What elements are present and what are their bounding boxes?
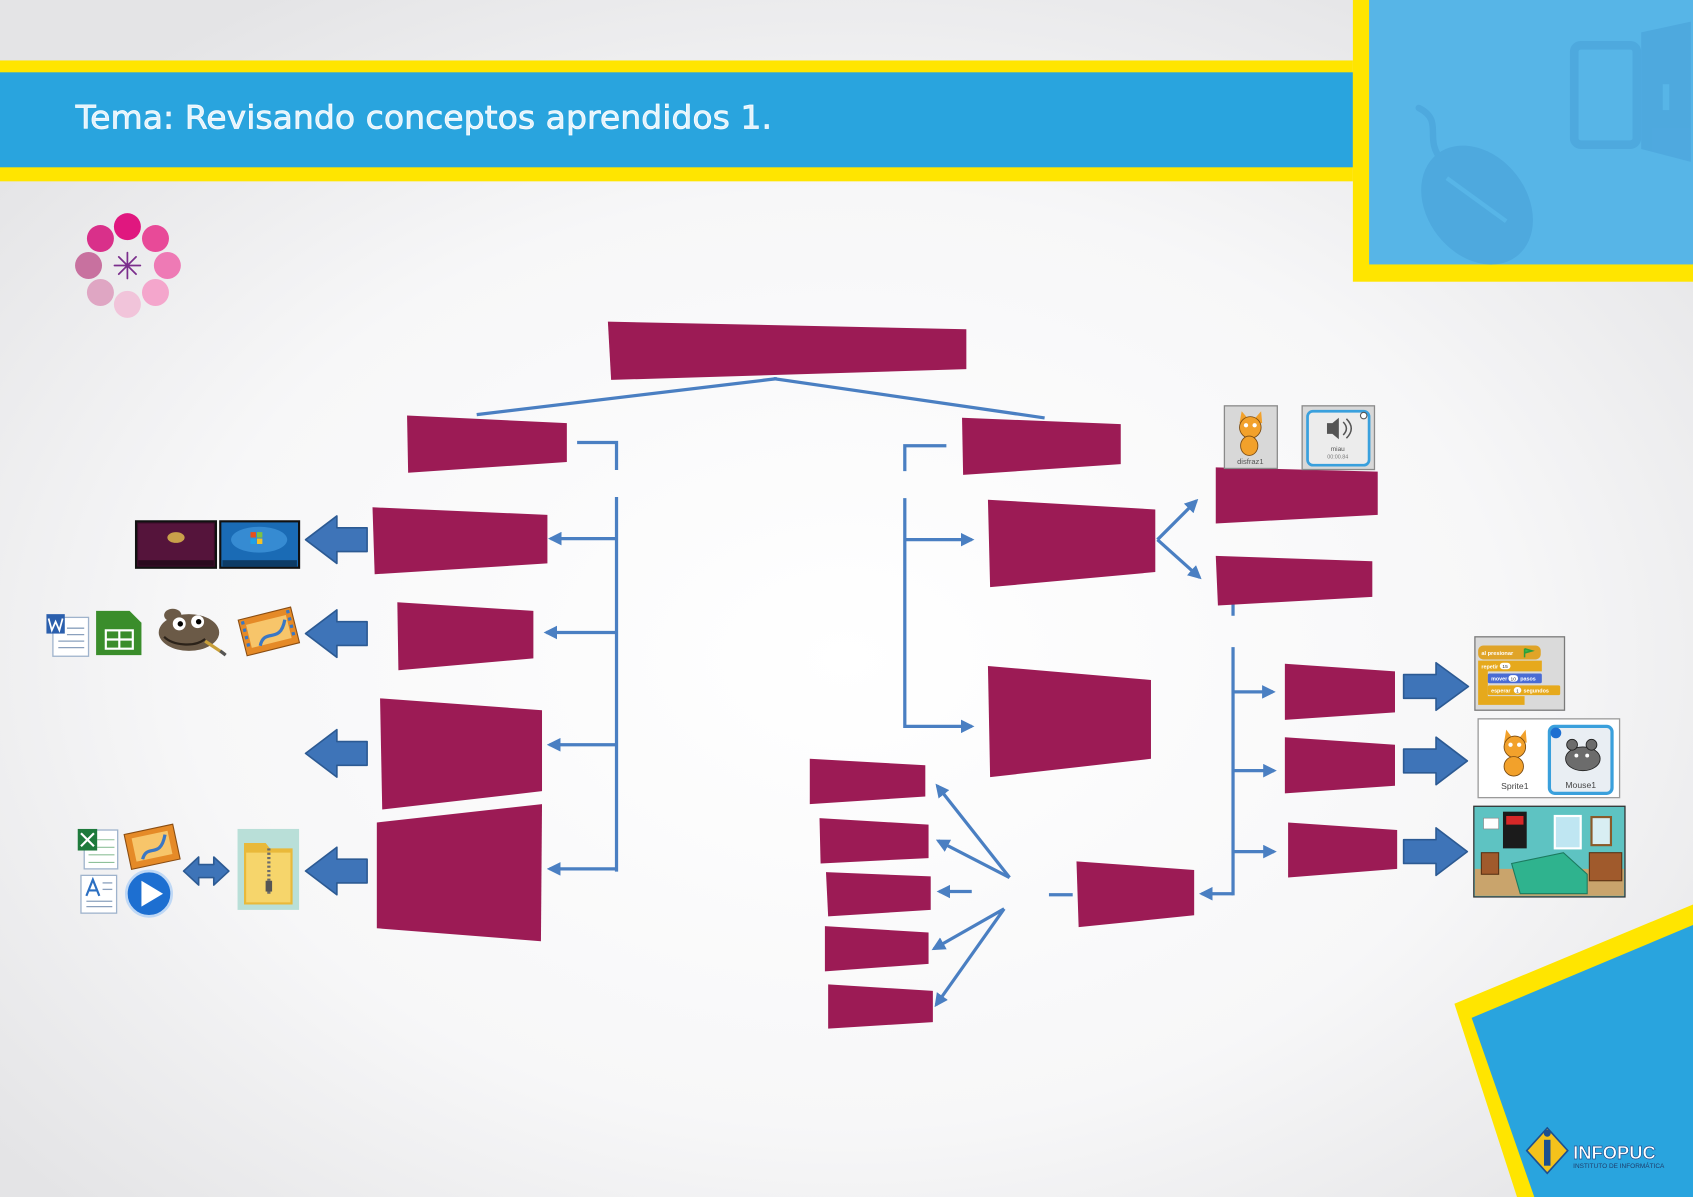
double-arrow bbox=[182, 856, 230, 886]
hat-block-label: al presionar bbox=[1481, 651, 1514, 657]
concept-box-small-2[interactable] bbox=[819, 818, 929, 864]
zip-folder-icon bbox=[237, 828, 300, 910]
logo-name: INFOPUC bbox=[1573, 1142, 1656, 1163]
concept-box-small-1[interactable] bbox=[809, 758, 926, 805]
block-arrow-right-1 bbox=[1402, 661, 1470, 712]
sprite-label-1: Sprite1 bbox=[1501, 781, 1529, 791]
block-arrow-left-3 bbox=[304, 728, 368, 778]
sprite-cat bbox=[1503, 729, 1527, 777]
concept-box-left-2[interactable] bbox=[397, 602, 534, 671]
concept-box-sprites[interactable] bbox=[1284, 737, 1395, 794]
word-icon bbox=[46, 614, 90, 657]
ubuntu-desktop-icon bbox=[134, 520, 218, 569]
block-arrow-left-4 bbox=[304, 846, 368, 896]
wait-block-label: esperar bbox=[1491, 688, 1511, 694]
excel-icon bbox=[77, 828, 119, 870]
sprite-label-2: Mouse1 bbox=[1565, 780, 1596, 790]
concept-box-sounds[interactable] bbox=[1215, 555, 1373, 606]
wait-block bbox=[1487, 685, 1561, 696]
move-block-label: mover bbox=[1491, 677, 1508, 683]
mouse-icon bbox=[1415, 104, 1533, 265]
concept-box-root[interactable] bbox=[607, 321, 967, 380]
connector-right-bracket bbox=[903, 444, 947, 472]
costume-label: disfraz1 bbox=[1237, 457, 1263, 466]
logo-subtitle: INSTITUTO DE INFORMÁTICA bbox=[1573, 1161, 1665, 1170]
text-document-icon bbox=[80, 874, 118, 914]
flag-icon bbox=[1523, 647, 1535, 658]
move-block-unit: pasos bbox=[1520, 677, 1536, 683]
concept-box-small-5[interactable] bbox=[828, 984, 933, 1029]
concept-box-left-main[interactable] bbox=[407, 415, 567, 473]
connector-fan-1 bbox=[935, 783, 1011, 879]
movie-maker-icon bbox=[237, 606, 301, 657]
concept-box-small-3[interactable] bbox=[825, 872, 931, 917]
connector-left-bracket bbox=[577, 440, 619, 471]
connector-fan-2 bbox=[935, 839, 1011, 879]
connector-lines bbox=[476, 377, 1277, 1008]
repeat-block-label: repetir bbox=[1481, 665, 1499, 671]
sound-duration: 00:00.84 bbox=[1327, 455, 1348, 461]
concept-box-right-main[interactable] bbox=[962, 417, 1121, 475]
concept-box-left-3[interactable] bbox=[380, 698, 543, 810]
media-player-icon bbox=[124, 869, 174, 918]
concept-box-hub[interactable] bbox=[1076, 861, 1195, 928]
connector-fan-4 bbox=[931, 907, 1005, 951]
connector-split-up bbox=[1156, 498, 1199, 541]
connector-root-left bbox=[476, 377, 778, 417]
block-arrow-right-3 bbox=[1402, 827, 1469, 877]
title-banner: Tema: Revisando conceptos aprendidos 1. bbox=[0, 60, 1353, 182]
repeat-block bbox=[1478, 660, 1542, 705]
logo-i-dot bbox=[1543, 1129, 1551, 1137]
pink-flower-icon bbox=[75, 213, 181, 318]
backdrop-bed bbox=[1510, 852, 1588, 895]
wait-block-unit: segundos bbox=[1523, 688, 1548, 694]
connector-root-right bbox=[773, 377, 1045, 420]
banner-blue-band bbox=[0, 72, 1353, 168]
backdrop-window bbox=[1553, 814, 1582, 850]
repeat-block-value: 15 bbox=[1502, 664, 1508, 670]
connector-split-down bbox=[1156, 538, 1202, 580]
concept-box-stage[interactable] bbox=[1288, 822, 1398, 878]
scratch-costume-icon: disfraz1 bbox=[1223, 405, 1278, 470]
corner-blue-fill bbox=[1471, 925, 1693, 1197]
concept-box-costumes[interactable] bbox=[1215, 467, 1378, 524]
backdrop-dresser bbox=[1588, 852, 1623, 882]
top-right-panel bbox=[1352, 0, 1693, 282]
wait-block-value: 1 bbox=[1516, 688, 1519, 694]
door-icon bbox=[1569, 21, 1691, 162]
logo-i-stem bbox=[1543, 1139, 1551, 1166]
gimp-icon bbox=[158, 608, 227, 657]
scratch-sound-icon: miau 00:00.84 bbox=[1301, 405, 1376, 471]
connector-fan-5 bbox=[934, 907, 1006, 1008]
block-arrow-left-2 bbox=[304, 609, 368, 659]
block-arrow-right-2 bbox=[1402, 736, 1469, 786]
sprite-mouse bbox=[1565, 738, 1601, 772]
movie-maker-icon-2 bbox=[123, 823, 181, 870]
concept-box-left-4[interactable] bbox=[376, 804, 543, 942]
slide-title: Tema: Revisando conceptos aprendidos 1. bbox=[75, 98, 772, 136]
windows-desktop-icon bbox=[219, 520, 301, 569]
scratch-backdrop-icon bbox=[1473, 805, 1626, 898]
concept-box-right-2[interactable] bbox=[987, 665, 1151, 778]
block-arrows bbox=[182, 515, 1470, 896]
scratch-script-icon: al presionar repetir 15 mover 10 pasos e… bbox=[1474, 636, 1566, 711]
corner-decoration: INFOPUC INSTITUTO DE INFORMÁTICA bbox=[1454, 904, 1693, 1197]
infopuc-logo: INFOPUC INSTITUTO DE INFORMÁTICA bbox=[1525, 1126, 1665, 1175]
info-icon bbox=[1550, 727, 1562, 739]
block-arrow-left-1 bbox=[304, 515, 368, 565]
concept-box-scripts[interactable] bbox=[1284, 663, 1395, 720]
concept-box-left-1[interactable] bbox=[372, 507, 548, 575]
concept-box-right-1[interactable] bbox=[987, 499, 1156, 588]
move-block-value: 10 bbox=[1511, 677, 1517, 683]
sound-name: miau bbox=[1331, 446, 1345, 453]
concept-box-small-4[interactable] bbox=[824, 926, 929, 972]
scratch-sprites-icon: Sprite1 Mouse1 bbox=[1477, 718, 1621, 799]
calc-spreadsheet-icon bbox=[96, 610, 142, 656]
concept-boxes bbox=[372, 321, 1398, 1029]
